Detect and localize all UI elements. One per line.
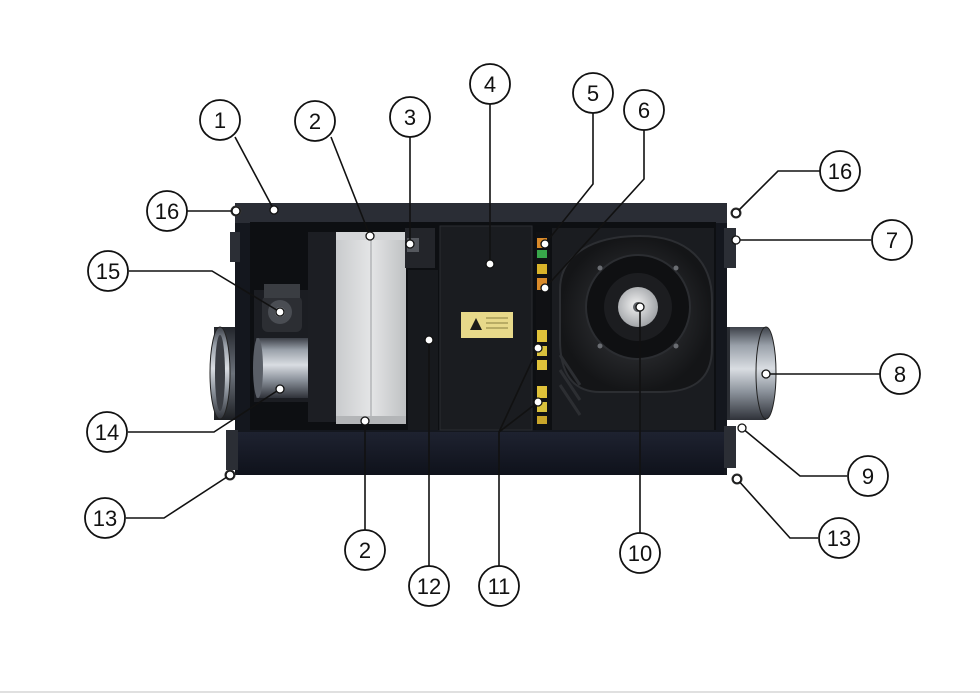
svg-text:14: 14 (95, 420, 119, 445)
callout-11: 11 (478, 565, 520, 607)
callout-7: 7 (871, 219, 913, 261)
callout-12: 12 (408, 565, 450, 607)
callout-13-right: 13 (818, 517, 860, 559)
leader-line-6 (544, 130, 645, 289)
filter-assembly (308, 232, 406, 424)
svg-text:10: 10 (628, 541, 652, 566)
svg-text:4: 4 (484, 72, 496, 97)
svg-text:11: 11 (488, 574, 511, 599)
callout-6: 6 (623, 89, 665, 131)
leader-lines (126, 104, 880, 566)
callout-13-left: 13 (84, 497, 126, 539)
leader-dots (225, 205, 771, 484)
leader-line-11b (498, 347, 539, 433)
svg-text:15: 15 (96, 259, 120, 284)
svg-text:13: 13 (827, 526, 851, 551)
svg-text:3: 3 (404, 105, 416, 130)
callout-9: 9 (847, 455, 889, 497)
leader-line-9 (741, 427, 847, 477)
callout-3: 3 (389, 96, 431, 138)
leader-line-15 (129, 270, 281, 313)
callout-8: 8 (879, 353, 921, 395)
callout-16-left: 16 (146, 190, 188, 232)
svg-text:7: 7 (886, 228, 898, 253)
svg-text:9: 9 (862, 464, 874, 489)
svg-text:16: 16 (155, 199, 179, 224)
fan-chamber (552, 228, 714, 430)
callout-16-right: 16 (819, 150, 861, 192)
leader-line-14 (128, 388, 281, 433)
heater-chamber (408, 270, 438, 430)
leader-line-5 (544, 113, 594, 245)
callout-1: 1 (199, 99, 241, 141)
mounting-bracket-left-top (230, 232, 240, 262)
svg-text:6: 6 (638, 98, 650, 123)
svg-text:16: 16 (828, 159, 852, 184)
leader-line-1 (234, 136, 275, 211)
control-box (439, 225, 533, 431)
svg-text:13: 13 (93, 506, 117, 531)
callout-4: 4 (469, 63, 511, 105)
leader-line-16-right (735, 170, 820, 214)
svg-text:5: 5 (587, 81, 599, 106)
svg-text:2: 2 (309, 109, 321, 134)
callout-10: 10 (619, 532, 661, 574)
callout-15: 15 (87, 250, 129, 292)
callout-14: 14 (86, 411, 128, 453)
leader-line-13-left (126, 474, 231, 519)
callout-2-bottom: 2 (344, 529, 386, 571)
svg-text:2: 2 (359, 538, 371, 563)
mounting-bracket-right-bottom (724, 426, 736, 468)
callouts: 1 2 2 3 4 5 6 7 (84, 63, 921, 607)
leader-line-13-right (736, 478, 818, 539)
mounting-bracket-left-bottom (226, 430, 238, 470)
svg-text:12: 12 (417, 574, 441, 599)
callout-2-top: 2 (294, 100, 336, 142)
svg-text:1: 1 (214, 108, 226, 133)
callout-5: 5 (572, 72, 614, 114)
svg-text:8: 8 (894, 362, 906, 387)
ventilation-unit (209, 203, 777, 485)
leader-line-2-top (330, 136, 371, 237)
mounting-bracket-right-top (724, 228, 736, 268)
front-panel (238, 432, 724, 475)
